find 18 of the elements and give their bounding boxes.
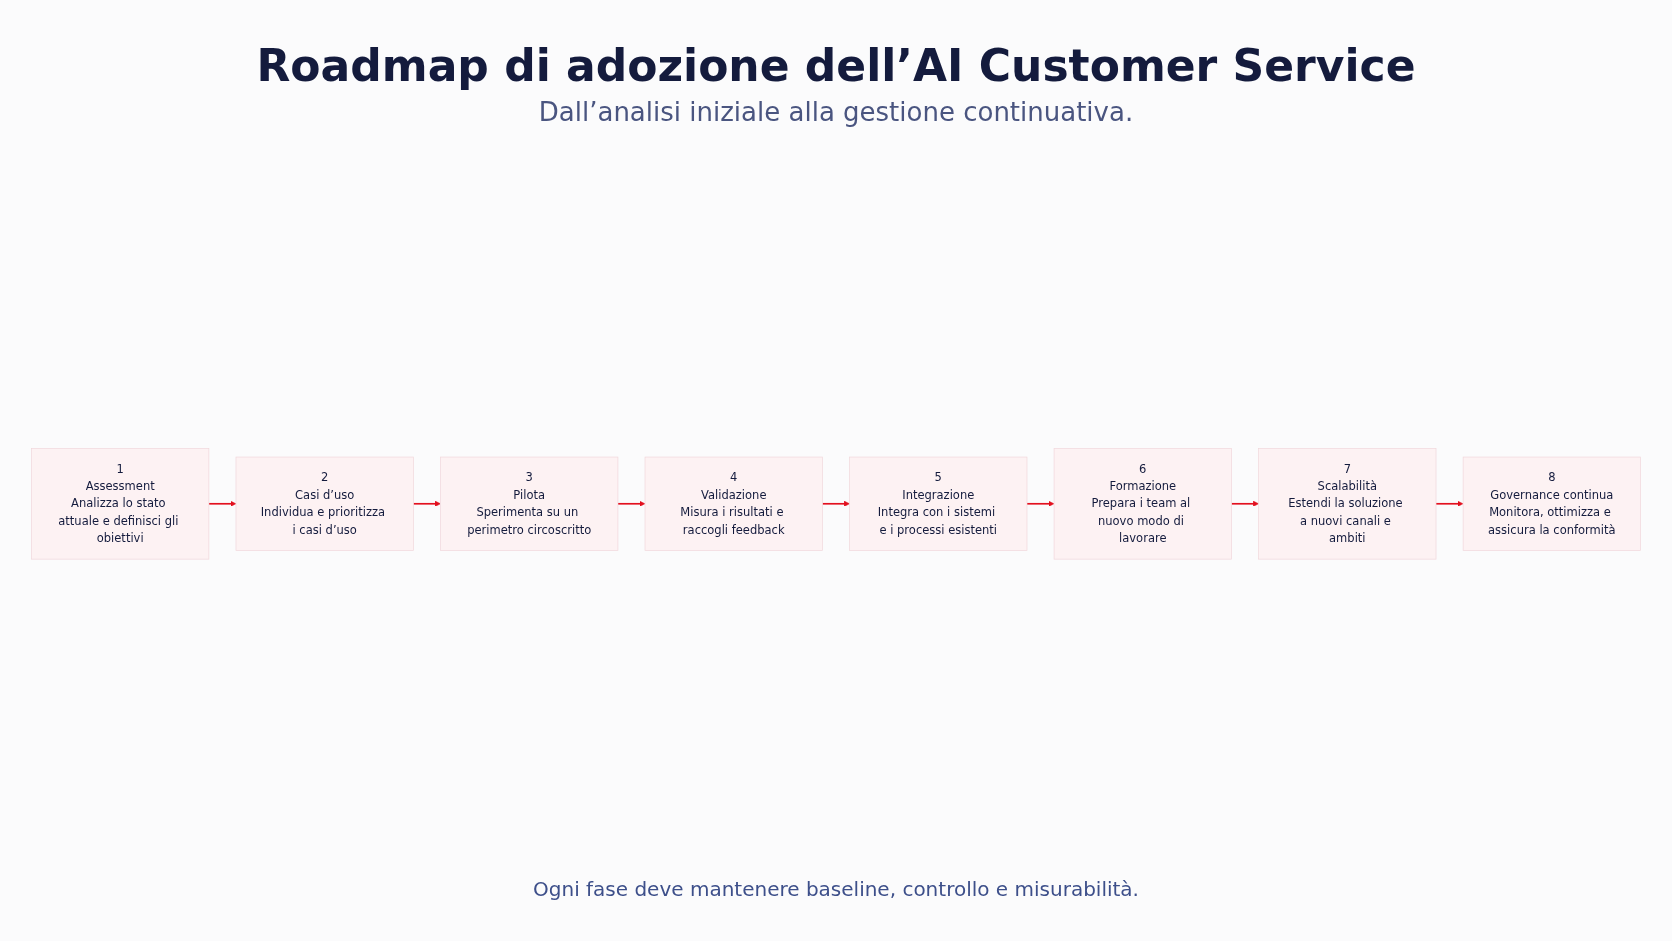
subtitle: Dall’analisi iniziale alla gestione continuativa. — [538, 97, 1134, 127]
arrow — [1230, 501, 1259, 507]
node-box: 3 Pilota Sperimenta su un perimetro circoscritto — [440, 456, 619, 552]
node-box: 4 Validazione Misura i risultati e raccogli feedback — [644, 456, 823, 552]
arrow — [821, 501, 850, 507]
arrow — [617, 501, 646, 507]
node-box: 1 Assessment Analizza lo stato attuale e definisci gli obiettivi — [31, 448, 210, 560]
arrow — [412, 501, 441, 507]
arrow — [1026, 501, 1055, 507]
caption: Ogni fase deve mantenere baseline, controllo e misurabilità. — [533, 877, 1139, 901]
title: Roadmap di adozione dell’AI Customer Service — [256, 40, 1416, 91]
arrow — [1435, 501, 1464, 507]
node-box: 7 Scalabilità Estendi la soluzione a nuovi canali e ambiti — [1258, 448, 1437, 560]
arrow — [208, 501, 237, 507]
node-box: 2 Casi d’uso Individua e prioritizza i casi d’uso — [235, 456, 414, 552]
node-box: 8 Governance continua Monitora, ottimizza e assicura la conformità — [1462, 456, 1641, 552]
node-box: 6 Formazione Prepara i team al nuovo modo di lavorare — [1053, 448, 1232, 560]
node-box: 5 Integrazione Integra con i sistemi e i processi esistenti — [849, 456, 1028, 552]
